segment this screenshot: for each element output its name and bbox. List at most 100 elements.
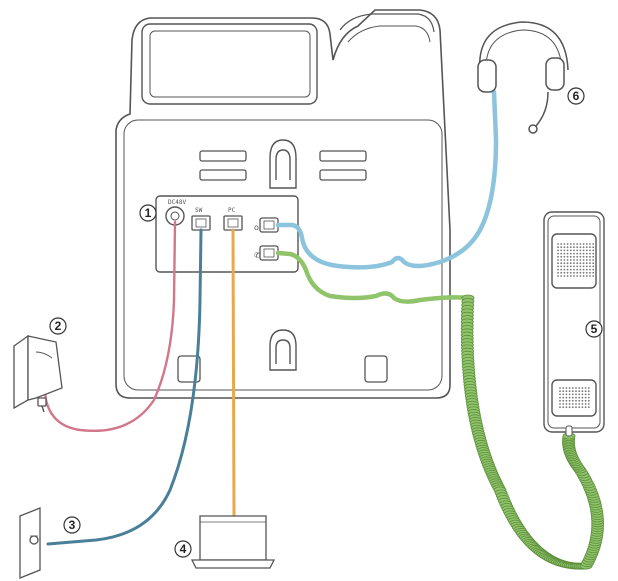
grille-dot bbox=[569, 255, 572, 258]
grille-dot bbox=[569, 249, 572, 252]
grille-dot bbox=[584, 406, 587, 409]
grille-dot bbox=[566, 243, 569, 245]
grille-dot bbox=[557, 265, 559, 268]
grille-dot bbox=[562, 390, 565, 393]
grille-dot bbox=[576, 259, 579, 261]
grille-dot bbox=[573, 265, 575, 268]
pc-device bbox=[190, 515, 276, 569]
grille-dot bbox=[573, 275, 575, 277]
grille-dot bbox=[581, 399, 584, 402]
grille-dot bbox=[571, 399, 574, 402]
grille-dot bbox=[571, 387, 574, 389]
grille-dot bbox=[579, 255, 582, 258]
callout-6-number: 6 bbox=[573, 89, 580, 103]
callout-4-number: 4 bbox=[180, 542, 187, 556]
grille-dot bbox=[579, 265, 582, 268]
grille-dot bbox=[589, 255, 591, 258]
grille-dot bbox=[587, 393, 590, 396]
grille-dot bbox=[562, 399, 565, 402]
grille-dot bbox=[573, 255, 575, 258]
grille-dot bbox=[585, 271, 588, 274]
grille-dot bbox=[589, 265, 591, 268]
headset-cable bbox=[275, 89, 499, 270]
power-port: DC48V bbox=[165, 199, 186, 226]
grille-dot bbox=[584, 390, 587, 393]
pc-port-label: PC bbox=[228, 207, 236, 214]
handset-cord-socket bbox=[565, 425, 573, 437]
grille-dot bbox=[585, 249, 588, 252]
grille-dot bbox=[589, 246, 591, 249]
grille-dot bbox=[592, 265, 595, 268]
grille-dot bbox=[568, 403, 571, 405]
grille-dot bbox=[560, 275, 563, 277]
grille-dot bbox=[592, 249, 595, 252]
grille-dot bbox=[582, 265, 585, 268]
grille-dot bbox=[579, 246, 582, 249]
grille-dot bbox=[568, 390, 571, 393]
grille-dot bbox=[566, 265, 569, 268]
grille-dot bbox=[589, 268, 591, 271]
grille-dot bbox=[571, 390, 574, 393]
headset bbox=[477, 21, 569, 134]
grille-dot bbox=[565, 393, 568, 396]
grille-dot bbox=[568, 387, 571, 389]
grille-dot bbox=[557, 259, 559, 261]
grille-dot bbox=[589, 262, 591, 265]
grille-dot bbox=[569, 262, 572, 265]
grille-dot bbox=[566, 246, 569, 249]
wall-mount-slot-lower bbox=[269, 329, 297, 371]
pc-cable bbox=[231, 228, 236, 518]
callout-2: 2 bbox=[49, 317, 67, 335]
grille-dot bbox=[569, 243, 572, 245]
grille-dot bbox=[566, 259, 569, 261]
grille-dot bbox=[559, 387, 561, 389]
grille-dot bbox=[581, 393, 584, 396]
grille-dot bbox=[579, 268, 582, 271]
grille-dot bbox=[560, 271, 563, 274]
grille-dot bbox=[587, 387, 590, 389]
grille-dot bbox=[584, 396, 587, 399]
grille-dot bbox=[573, 246, 575, 249]
grille-dot bbox=[578, 399, 581, 402]
grille-dot bbox=[575, 396, 577, 399]
grille-dot bbox=[579, 252, 582, 255]
grille-dot bbox=[571, 396, 574, 399]
grille-dot bbox=[573, 252, 575, 255]
handset-port: ✆ bbox=[254, 245, 279, 261]
grille-dot bbox=[566, 255, 569, 258]
phone-body bbox=[115, 9, 451, 399]
grille-dot bbox=[568, 396, 571, 399]
grille-dot bbox=[557, 249, 559, 252]
grille-dot bbox=[585, 265, 588, 268]
callout-6: 6 bbox=[567, 87, 585, 105]
grille-dot bbox=[569, 271, 572, 274]
vent-slots bbox=[199, 150, 367, 181]
grille-dot bbox=[560, 243, 563, 245]
grille-dot bbox=[584, 387, 587, 389]
grille-dot bbox=[562, 403, 565, 405]
grille-dot bbox=[589, 243, 591, 245]
grille-dot bbox=[576, 249, 579, 252]
port-panel bbox=[155, 195, 299, 273]
callout-3: 3 bbox=[63, 516, 81, 534]
grille-dot bbox=[573, 262, 575, 265]
grille-dot bbox=[578, 393, 581, 396]
grille-dot bbox=[557, 262, 559, 265]
grille-dot bbox=[559, 396, 561, 399]
network-cable bbox=[46, 228, 203, 546]
grille-dot bbox=[565, 406, 568, 409]
grille-dot bbox=[575, 406, 577, 409]
grille-dot bbox=[581, 403, 584, 405]
grille-dot bbox=[582, 271, 585, 274]
grille-dot bbox=[557, 252, 559, 255]
grille-dot bbox=[565, 387, 568, 389]
callout-1-number: 1 bbox=[145, 206, 152, 220]
grille-dot bbox=[582, 246, 585, 249]
grille-dot bbox=[576, 268, 579, 271]
grille-dot bbox=[571, 393, 574, 396]
grille-dot bbox=[575, 387, 577, 389]
grille-dot bbox=[592, 268, 595, 271]
grille-dot bbox=[569, 268, 572, 271]
grille-dot bbox=[579, 243, 582, 245]
